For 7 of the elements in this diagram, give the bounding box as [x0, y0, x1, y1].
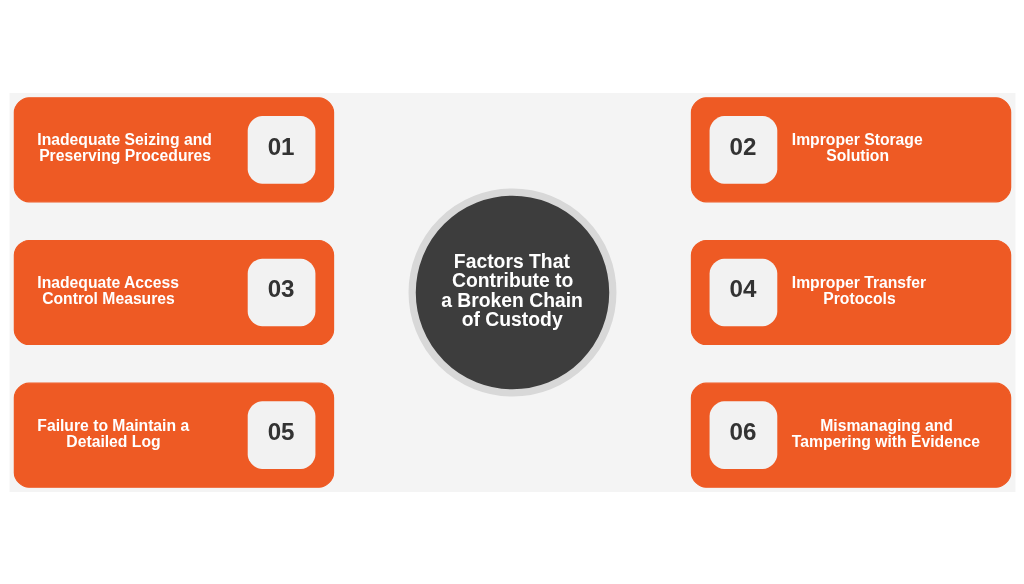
node-box: Failure to Maintain a Detailed Log 05 — [13, 382, 334, 488]
node-box: 02 Improper Storage Solution — [690, 96, 1011, 202]
node-box: Inadequate Seizing and Preserving Procedures 01 — [13, 96, 334, 202]
node-box: 04 Improper Transfer Protocols — [690, 239, 1011, 345]
node-box: 06 Mismanaging and Tampering with Evidence — [690, 382, 1011, 488]
node-circle: Factors That Contribute to a Broken Chain of Custody — [408, 188, 616, 396]
node-box: Inadequate Access Control Measures 03 — [13, 239, 334, 345]
